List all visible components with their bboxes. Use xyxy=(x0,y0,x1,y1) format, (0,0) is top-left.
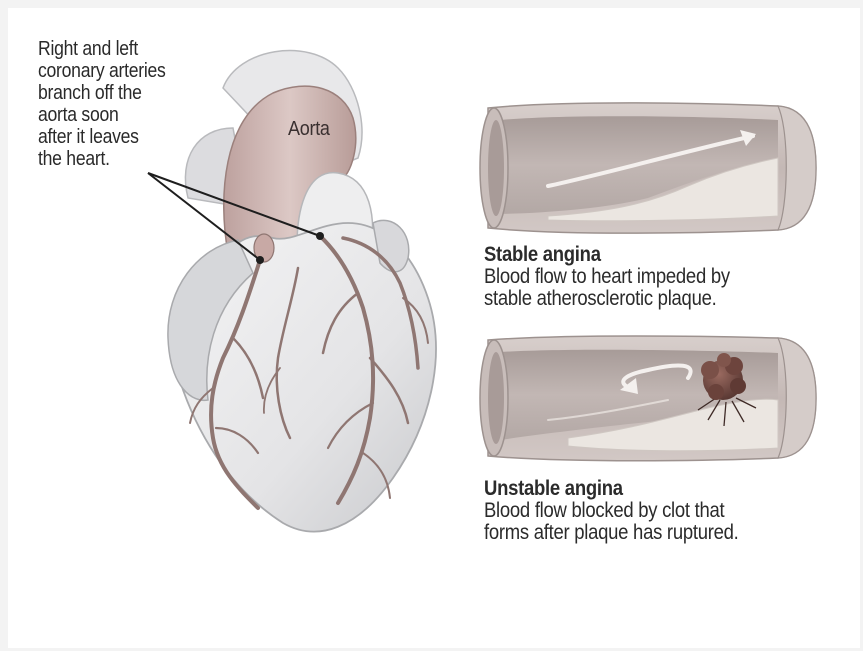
callout-line: after it leaves xyxy=(38,126,205,148)
stable-vessel-lumen-opening xyxy=(488,120,504,216)
unstable-vessel-drawing xyxy=(480,336,816,461)
callout-line: aorta soon xyxy=(38,104,205,126)
unstable-vessel-lumen-opening xyxy=(488,352,504,444)
callout-line: Right and left xyxy=(38,38,205,60)
left-coronary-dot xyxy=(316,232,324,240)
unstable-angina-title: Unstable angina xyxy=(484,478,810,500)
stable-angina-line: stable atherosclerotic plaque. xyxy=(484,288,810,310)
angina-illustration: Right and left coronary arteries branch … xyxy=(8,8,860,648)
stable-angina-title: Stable angina xyxy=(484,244,810,266)
unstable-angina-line: forms after plaque has ruptured. xyxy=(484,522,810,544)
stable-angina-caption: Stable angina Blood flow to heart impede… xyxy=(484,244,810,310)
callout-line: the heart. xyxy=(38,148,205,170)
callout-line: coronary arteries xyxy=(38,60,205,82)
stable-angina-line: Blood flow to heart impeded by xyxy=(484,266,810,288)
callout-line: branch off the xyxy=(38,82,205,104)
coronary-callout: Right and left coronary arteries branch … xyxy=(38,38,205,170)
unstable-angina-line: Blood flow blocked by clot that xyxy=(484,500,810,522)
stable-vessel-drawing xyxy=(480,103,816,233)
unstable-angina-caption: Unstable angina Blood flow blocked by cl… xyxy=(484,478,810,544)
right-coronary-dot xyxy=(256,256,264,264)
aorta-label: Aorta xyxy=(288,118,330,141)
